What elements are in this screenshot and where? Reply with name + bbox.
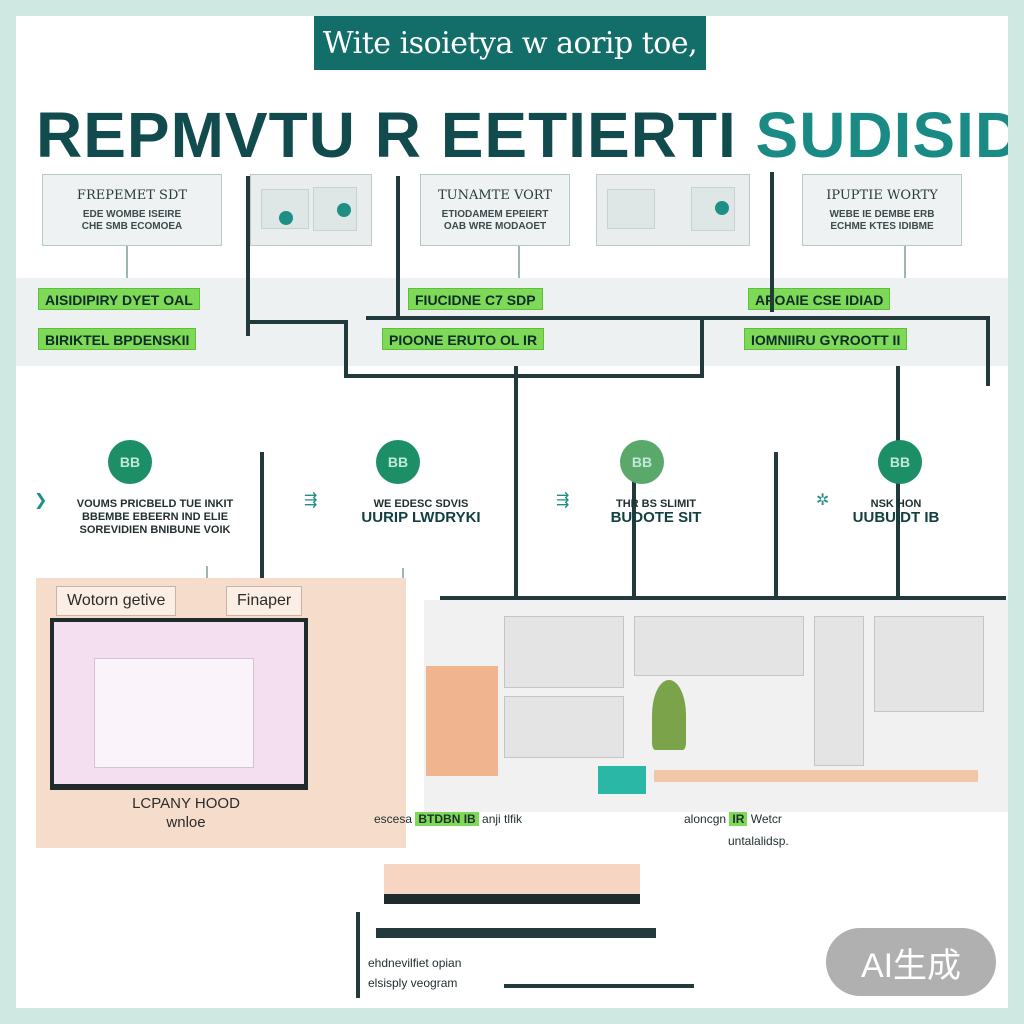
kitchen-scene (424, 600, 1008, 812)
step-icon: ✲ (816, 492, 830, 509)
tag-label: BIRIKTEL BPDENSKII (38, 328, 197, 350)
tag-label: IOMNIIRU GYROOTT II (744, 328, 908, 350)
step-icon: ⇶ (304, 492, 318, 509)
card-line: EDE WOMBE ISEIRE (82, 208, 182, 220)
desk-label: LCPANY HOOD wnloe (132, 795, 240, 831)
info-card-2: TUNAMTE VORT ETIODAMEM EPEIERT OAB WRE M… (420, 174, 570, 246)
top-banner: Wite isoietya w aorip toe, (314, 16, 706, 70)
step-badge: BB (620, 440, 664, 484)
tag-label: APOAIE CSE IDIAD (748, 288, 891, 310)
thumbnail-2 (596, 174, 750, 246)
bottom-label-3: ehdnevilfiet opian (368, 956, 462, 970)
office-label-1: Wotorn getive (56, 586, 177, 616)
card-line: ECHME KTES IDIBME (830, 220, 934, 232)
bottom-label-2: aloncgn IR Wetcr (684, 812, 782, 826)
step-badge: BB (376, 440, 420, 484)
bottom-label-4: elsisply veogram (368, 976, 458, 990)
thumbnail-1 (250, 174, 372, 246)
bottom-label-2-sub: untalalidsp. (728, 834, 789, 848)
headline: REPMVTU R EETIERTI SUDISIDY (36, 98, 1008, 171)
card-title: TUNAMTE VORT (437, 187, 553, 203)
step-icon: ❯ (34, 492, 48, 509)
tag-label: FIUCIDNE C7 SDP (408, 288, 543, 310)
headline-part1: REPMVTU R EETIERTI (36, 99, 737, 171)
step-text-1: VOUMS PRICBELD TUE INKIT BBEMBE EBEERN I… (76, 498, 234, 536)
card-line: WEBE IE DEMBE ERB (829, 208, 935, 220)
step-badge: BB (108, 440, 152, 484)
step-text-3: THR BS SLIMIT BUDOTE SIT (610, 498, 702, 526)
info-card-3: IPUPTIE WORTY WEBE IE DEMBE ERB ECHME KT… (802, 174, 962, 246)
plant (652, 680, 686, 750)
card-title: IPUPTIE WORTY (826, 187, 938, 203)
teal-box (598, 766, 646, 794)
monitor-base (50, 786, 308, 790)
card-line: ETIODAMEM EPEIERT (441, 208, 549, 220)
card-line: CHE SMB ECOMOEA (81, 220, 183, 232)
headline-part2: SUDISIDY (755, 99, 1009, 171)
tag-label: AISIDIPIRY DYET OAL (38, 288, 200, 310)
monitor (50, 618, 308, 788)
step-text-4: NSK HON UUBUIDT IB (852, 498, 940, 526)
step-icon: ⇶ (556, 492, 570, 509)
chair (426, 666, 498, 776)
ai-watermark: AI生成 (826, 928, 996, 996)
tag-label: PIOONE ERUTO OL IR (382, 328, 545, 350)
card-title: FREPEMET SDT (76, 187, 188, 203)
panel-strip (384, 864, 640, 904)
office-label-2: Finaper (226, 586, 303, 616)
infographic-canvas: Wite isoietya w aorip toe, REPMVTU R EET… (16, 16, 1008, 1008)
card-line: OAB WRE MODAOET (443, 220, 547, 232)
info-card-1: FREPEMET SDT EDE WOMBE ISEIRE CHE SMB EC… (42, 174, 222, 246)
bottom-label-1: escesa BTDBN IB anji tlfik (374, 812, 523, 826)
banner-text: Wite isoietya w aorip toe, (322, 25, 698, 61)
step-badge: BB (878, 440, 922, 484)
step-text-2: WE EDESC SDVIS UURIP LWDRYKI (361, 498, 481, 526)
